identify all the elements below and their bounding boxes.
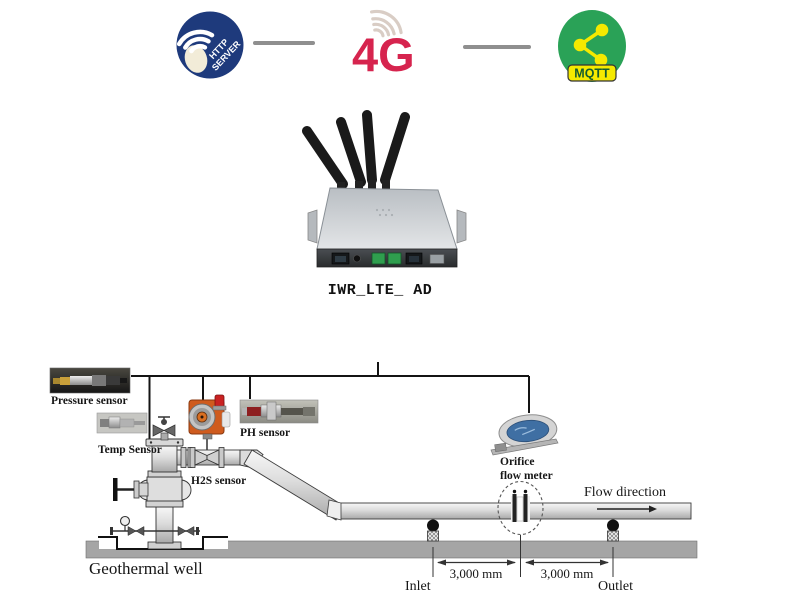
orifice-label-line1: Orifice (500, 456, 535, 468)
pressure-sensor-photo (49, 367, 131, 394)
h2s-beacon-icon (214, 394, 225, 408)
sensor-bus-lines (131, 362, 530, 439)
link-4g-mqtt (463, 45, 531, 49)
mqtt-circle (558, 10, 626, 82)
wellhead-gauge-valves (110, 515, 200, 536)
h2s-sensor-label: H2S sensor (191, 475, 247, 487)
wifi-icon (176, 29, 215, 54)
orifice-label-line2: flow meter (500, 470, 553, 482)
gateway-label: IWR_LTE_ AD (327, 282, 433, 299)
orifice-highlight-circle (497, 480, 544, 536)
pressure-sensor-label: Pressure sensor (51, 395, 128, 407)
ph-sensor-photo (239, 399, 319, 424)
http-server-icon: HTTP SERVER (173, 8, 247, 82)
h2s-sensor-device (188, 394, 231, 440)
orifice-flow-meter-label: Orifice flow meter (500, 455, 553, 483)
distance-inlet-meter-label: 3,000 mm (449, 566, 503, 581)
router-ear-left (307, 209, 318, 244)
dimension-lines (432, 535, 614, 577)
diagonal-pipe (243, 449, 345, 521)
4g-signal-arcs-icon (369, 9, 403, 38)
mqtt-icon: MQTT (555, 8, 629, 84)
outlet-label: Outlet (598, 579, 633, 594)
4g-icon: 4G (345, 2, 430, 82)
flow-direction-label: Flow direction (584, 485, 667, 500)
wellhead-drawing (110, 416, 200, 550)
mqtt-badge (567, 64, 617, 82)
distance-meter-outlet-label: 3,000 mm (540, 566, 594, 581)
mqtt-text: MQTT (574, 67, 610, 81)
orifice-flow-meter-photo (490, 414, 559, 456)
ph-sensor-label: PH sensor (240, 427, 291, 439)
router-antennas (302, 110, 410, 189)
temp-sensor-instrument (152, 416, 176, 441)
share-icon (573, 23, 609, 67)
pressure-gauge-icon (119, 515, 131, 527)
pipe-supports (427, 519, 619, 542)
4g-text: 4G (352, 28, 415, 81)
router-vents (375, 208, 394, 217)
temp-sensor-photo (96, 412, 148, 434)
inlet-label: Inlet (405, 579, 431, 594)
link-http-4g (253, 41, 315, 45)
gate-valve-handle-icon (113, 478, 118, 501)
temp-sensor-label: Temp Sensor (98, 444, 162, 456)
flow-direction-arrow (597, 505, 657, 513)
lte-router-image (285, 106, 475, 276)
orifice-plate-section (497, 480, 544, 536)
geothermal-well-label: Geothermal well (89, 559, 203, 578)
wellhead-outlet-pipe (176, 447, 241, 468)
router-ear-right (456, 209, 467, 244)
router-ports (331, 252, 445, 265)
router-body (307, 180, 467, 268)
